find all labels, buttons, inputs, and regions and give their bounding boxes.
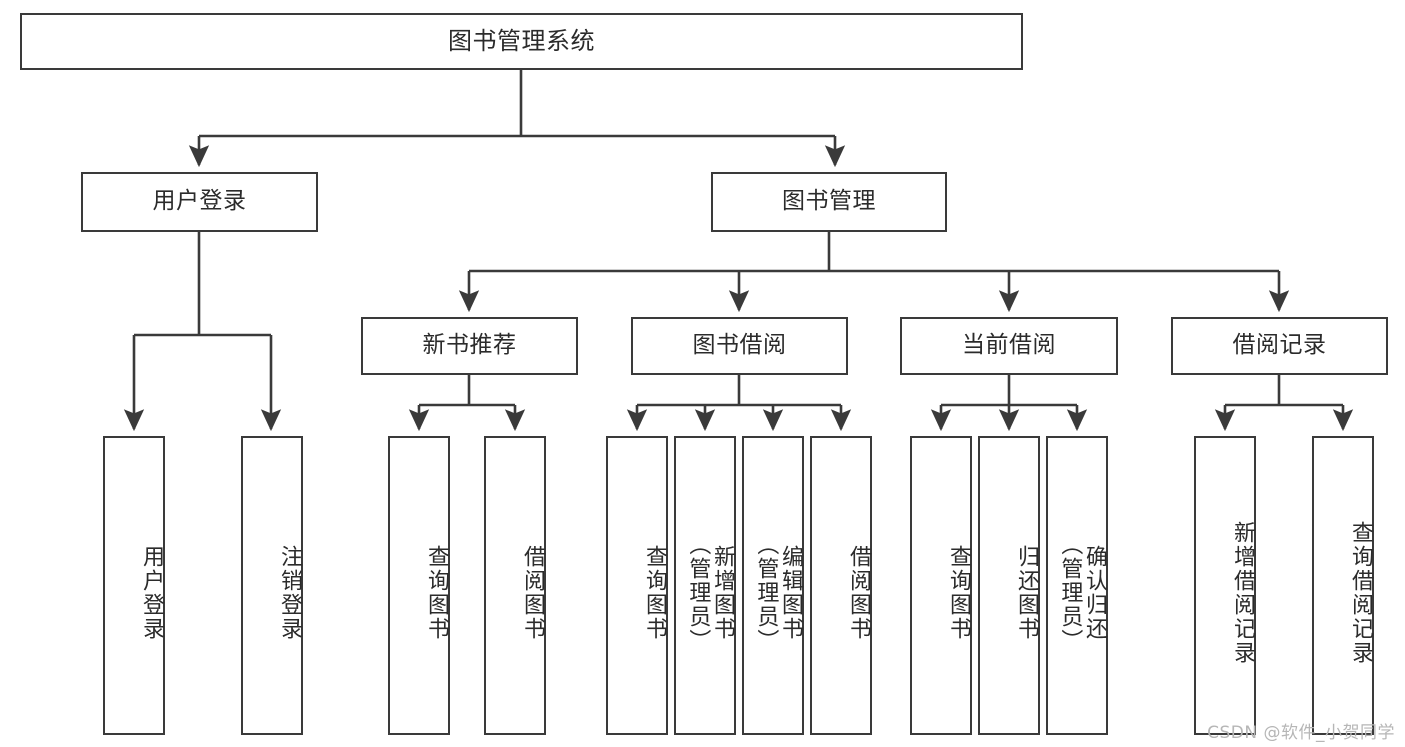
leaf-label: 新增借阅记录: [1230, 520, 1255, 665]
leaf-label: 注销登录: [277, 544, 302, 641]
leaf-borrowrecord-add-record[interactable]: 新增借阅记录: [1194, 436, 1256, 735]
leaf-currentborrow-return-book[interactable]: 归还图书: [978, 436, 1040, 735]
leaf-label: 查询图书: [946, 544, 971, 641]
leaf-label: 归还图书: [1014, 544, 1039, 641]
leaf-bookborrow-query-book[interactable]: 查询图书: [606, 436, 668, 735]
leaf-bookborrow-add-book-admin[interactable]: 新增图书 （管理员）: [674, 436, 736, 735]
node-book-management[interactable]: 图书管理: [711, 172, 947, 232]
leaf-label: 借阅图书: [846, 544, 871, 641]
leaf-label: 用户登录: [139, 544, 164, 641]
leaf-label: 借阅图书: [520, 544, 545, 641]
node-current-borrow[interactable]: 当前借阅: [900, 317, 1118, 375]
leaf-newbook-query-book[interactable]: 查询图书: [388, 436, 450, 735]
leaf-label: 新增图书 （管理员）: [685, 532, 735, 653]
leaf-currentborrow-query-book[interactable]: 查询图书: [910, 436, 972, 735]
node-new-book-recommend[interactable]: 新书推荐: [361, 317, 578, 375]
node-root-system[interactable]: 图书管理系统: [20, 13, 1023, 70]
leaf-bookborrow-borrow-book[interactable]: 借阅图书: [810, 436, 872, 735]
leaf-bookborrow-edit-book-admin[interactable]: 编辑图书 （管理员）: [742, 436, 804, 735]
node-book-borrow[interactable]: 图书借阅: [631, 317, 848, 375]
leaf-borrowrecord-query-record[interactable]: 查询借阅记录: [1312, 436, 1374, 735]
leaf-label: 编辑图书 （管理员）: [753, 532, 803, 653]
leaf-newbook-borrow-book[interactable]: 借阅图书: [484, 436, 546, 735]
leaf-label: 查询借阅记录: [1348, 520, 1373, 665]
node-borrow-record[interactable]: 借阅记录: [1171, 317, 1388, 375]
leaf-label: 查询图书: [642, 544, 667, 641]
csdn-watermark: CSDN @软件_小贺同学: [1207, 723, 1395, 743]
leaf-currentborrow-confirm-return-admin[interactable]: 确认归还 （管理员）: [1046, 436, 1108, 735]
leaf-login-logout[interactable]: 注销登录: [241, 436, 303, 735]
leaf-label: 确认归还 （管理员）: [1057, 532, 1107, 653]
leaf-label: 查询图书: [424, 544, 449, 641]
leaf-login-user-login[interactable]: 用户登录: [103, 436, 165, 735]
node-user-login[interactable]: 用户登录: [81, 172, 318, 232]
